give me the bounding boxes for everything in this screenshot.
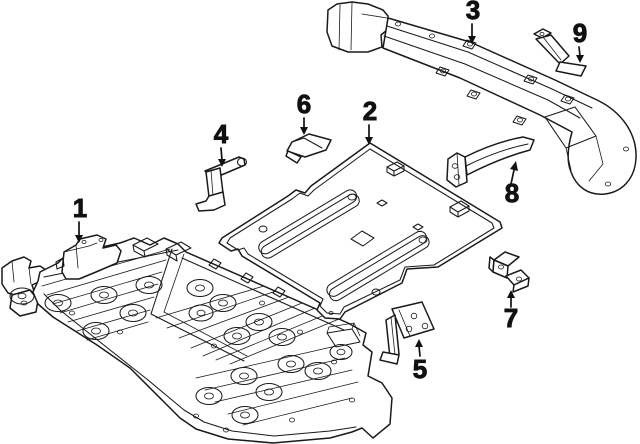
callout-3[interactable]: 3: [465, 0, 481, 44]
callout-7-label[interactable]: 7: [503, 303, 518, 334]
callout-2[interactable]: 2: [362, 96, 378, 145]
callout-9-label[interactable]: 9: [572, 18, 587, 49]
callout-4-arrow: [218, 147, 226, 167]
callout-6-arrow: [300, 117, 308, 135]
callout-5-arrow: [415, 339, 423, 357]
part-4-hook-clip[interactable]: [195, 156, 248, 212]
part-6-wedge-clip[interactable]: [285, 133, 332, 164]
callout-2-arrow: [365, 124, 373, 145]
part-3-rear-crossmember[interactable]: [326, 1, 637, 195]
part-1-underbody-panel-assembly[interactable]: [1, 234, 393, 444]
callout-3-label[interactable]: 3: [465, 0, 480, 25]
callout-1[interactable]: 1: [72, 193, 88, 243]
slot-left: [258, 189, 360, 259]
panel-clips: [258, 161, 470, 315]
part-9-flanged-bracket[interactable]: [533, 28, 587, 77]
part-7-z-bracket[interactable]: [488, 251, 530, 293]
callout-6-label[interactable]: 6: [296, 89, 311, 120]
part-8-curved-rail[interactable]: [446, 136, 535, 188]
part-5-corner-bracket[interactable]: [379, 301, 435, 365]
callout-5-label[interactable]: 5: [412, 354, 427, 385]
part-1-top-bracket[interactable]: [55, 234, 122, 280]
callout-8-arrow: [510, 161, 518, 185]
panel-screw-holes: [69, 300, 355, 433]
callout-4-label[interactable]: 4: [213, 119, 229, 150]
callout-9-arrow: [576, 46, 584, 63]
callout-8[interactable]: 8: [504, 161, 520, 209]
callout-8-label[interactable]: 8: [504, 178, 519, 209]
callout-6[interactable]: 6: [296, 89, 312, 135]
callouts: 1 2 3 4 5: [72, 0, 588, 385]
callout-5[interactable]: 5: [412, 339, 428, 385]
callout-1-label[interactable]: 1: [72, 193, 87, 224]
crossmember-mount-tabs: [435, 39, 575, 126]
callout-7[interactable]: 7: [503, 290, 519, 334]
callout-7-arrow: [507, 290, 515, 308]
panel-washers: [9, 275, 353, 425]
callout-1-arrow: [75, 221, 83, 243]
callout-9[interactable]: 9: [572, 18, 588, 63]
slot-right: [326, 230, 430, 302]
part-2-floor-cover-panel[interactable]: [218, 142, 503, 320]
callout-3-arrow: [468, 23, 476, 44]
callout-2-label[interactable]: 2: [362, 96, 377, 127]
callout-4[interactable]: 4: [213, 119, 229, 167]
